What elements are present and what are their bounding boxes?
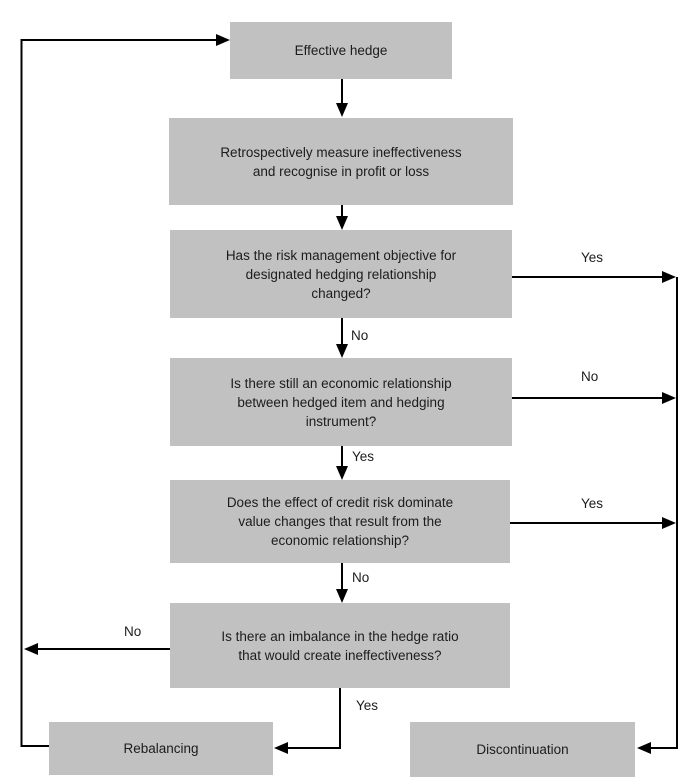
edge-label-imbalance-yes: Yes: [356, 698, 379, 713]
connector-economic-yes: [336, 446, 348, 480]
connector-imbalance-no-loop: [24, 643, 170, 655]
node-economic-relationship: Is there still an economic relationship …: [170, 358, 512, 446]
node-rebalancing: Rebalancing: [49, 722, 273, 775]
node-effective-hedge: Effective hedge: [230, 22, 452, 79]
edge-label-risk-objective-yes: Yes: [581, 250, 604, 265]
connector-credit-yes: [510, 517, 676, 529]
node-discontinuation: Discontinuation: [410, 722, 635, 777]
edge-label-economic-no: No: [581, 369, 599, 384]
edge-label-economic-yes: Yes: [352, 449, 375, 464]
connector-rail-to-discontinuation: [637, 277, 678, 754]
connector-measure-to-risk-objective: [336, 205, 348, 230]
connector-imbalance-yes-rebalancing: [274, 688, 341, 754]
node-credit-risk-dominates: Does the effect of credit risk dominate …: [170, 480, 510, 563]
connector-effective-to-measure: [336, 79, 348, 117]
node-risk-objective-changed: Has the risk management objective for de…: [170, 230, 512, 318]
edge-label-imbalance-no: No: [124, 624, 142, 639]
connector-credit-no: [336, 563, 348, 603]
node-measure-ineffectiveness: Retrospectively measure ineffectiveness …: [169, 118, 513, 205]
connector-economic-no: [512, 392, 676, 404]
connector-risk-objective-yes: [512, 271, 676, 283]
connector-loop-to-effective-hedge: [20, 34, 230, 747]
connector-risk-objective-no: [336, 318, 348, 358]
edge-label-credit-yes: Yes: [581, 496, 604, 511]
edge-label-credit-no: No: [352, 570, 370, 585]
edge-label-risk-objective-no: No: [351, 328, 369, 343]
node-hedge-ratio-imbalance: Is there an imbalance in the hedge ratio…: [170, 603, 510, 688]
